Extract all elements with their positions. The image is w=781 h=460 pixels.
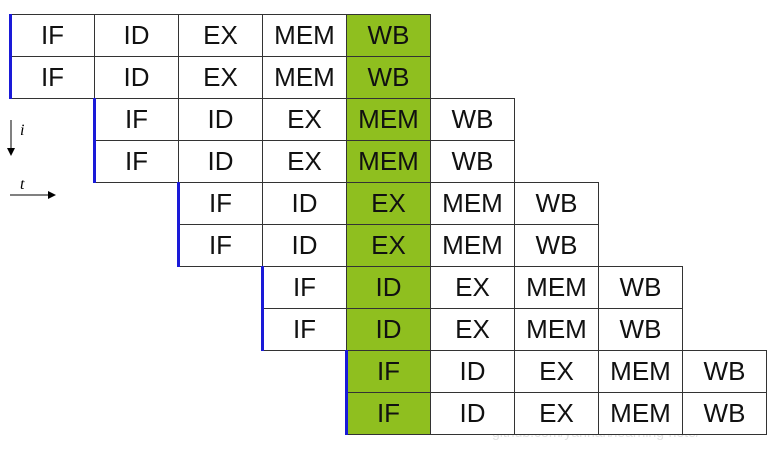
stage-cell-id: ID bbox=[430, 350, 515, 393]
stage-cell-mem: MEM bbox=[262, 56, 347, 99]
stage-cell-id: ID bbox=[346, 266, 431, 309]
stage-cell-ex: EX bbox=[346, 182, 431, 225]
stage-cell-wb: WB bbox=[430, 98, 515, 141]
stage-cell-id: ID bbox=[94, 56, 179, 99]
stage-cell-ex: EX bbox=[514, 350, 599, 393]
row-start-marker bbox=[261, 308, 264, 351]
stage-cell-id: ID bbox=[94, 14, 179, 57]
stage-cell-wb: WB bbox=[514, 224, 599, 267]
stage-cell-mem: MEM bbox=[514, 308, 599, 351]
stage-cell-if: IF bbox=[10, 56, 95, 99]
row-start-marker bbox=[9, 56, 12, 99]
stage-cell-wb: WB bbox=[682, 392, 767, 435]
stage-cell-wb: WB bbox=[598, 266, 683, 309]
time-axis-label: t bbox=[20, 176, 25, 193]
stage-cell-mem: MEM bbox=[430, 182, 515, 225]
stage-cell-if: IF bbox=[178, 182, 263, 225]
row-start-marker bbox=[345, 392, 348, 435]
stage-cell-ex: EX bbox=[178, 56, 263, 99]
row-start-marker bbox=[261, 266, 264, 309]
stage-cell-id: ID bbox=[346, 308, 431, 351]
stage-cell-id: ID bbox=[178, 140, 263, 183]
stage-cell-ex: EX bbox=[514, 392, 599, 435]
stage-cell-mem: MEM bbox=[346, 98, 431, 141]
row-start-marker bbox=[345, 350, 348, 393]
row-start-marker bbox=[177, 224, 180, 267]
stage-cell-wb: WB bbox=[346, 14, 431, 57]
stage-cell-id: ID bbox=[262, 182, 347, 225]
stage-cell-if: IF bbox=[262, 266, 347, 309]
stage-cell-wb: WB bbox=[430, 140, 515, 183]
stage-cell-mem: MEM bbox=[430, 224, 515, 267]
stage-cell-wb: WB bbox=[346, 56, 431, 99]
instruction-axis-arrow bbox=[7, 120, 15, 156]
stage-cell-mem: MEM bbox=[598, 350, 683, 393]
instruction-axis-label: i bbox=[20, 122, 25, 139]
stage-cell-id: ID bbox=[178, 98, 263, 141]
stage-cell-if: IF bbox=[94, 98, 179, 141]
stage-cell-if: IF bbox=[262, 308, 347, 351]
stage-cell-wb: WB bbox=[598, 308, 683, 351]
stage-cell-if: IF bbox=[346, 350, 431, 393]
stage-cell-ex: EX bbox=[262, 140, 347, 183]
stage-cell-id: ID bbox=[430, 392, 515, 435]
stage-cell-ex: EX bbox=[430, 308, 515, 351]
stage-cell-ex: EX bbox=[346, 224, 431, 267]
stage-cell-ex: EX bbox=[430, 266, 515, 309]
row-start-marker bbox=[93, 140, 96, 183]
stage-cell-mem: MEM bbox=[262, 14, 347, 57]
stage-cell-ex: EX bbox=[178, 14, 263, 57]
stage-cell-wb: WB bbox=[682, 350, 767, 393]
row-start-marker bbox=[9, 14, 12, 57]
time-axis-arrow bbox=[10, 191, 56, 199]
stage-cell-if: IF bbox=[94, 140, 179, 183]
stage-cell-mem: MEM bbox=[514, 266, 599, 309]
stage-cell-if: IF bbox=[10, 14, 95, 57]
stage-cell-ex: EX bbox=[262, 98, 347, 141]
stage-cell-if: IF bbox=[178, 224, 263, 267]
stage-cell-if: IF bbox=[346, 392, 431, 435]
stage-cell-wb: WB bbox=[514, 182, 599, 225]
row-start-marker bbox=[177, 182, 180, 225]
stage-cell-id: ID bbox=[262, 224, 347, 267]
stage-cell-mem: MEM bbox=[346, 140, 431, 183]
row-start-marker bbox=[93, 98, 96, 141]
stage-cell-mem: MEM bbox=[598, 392, 683, 435]
